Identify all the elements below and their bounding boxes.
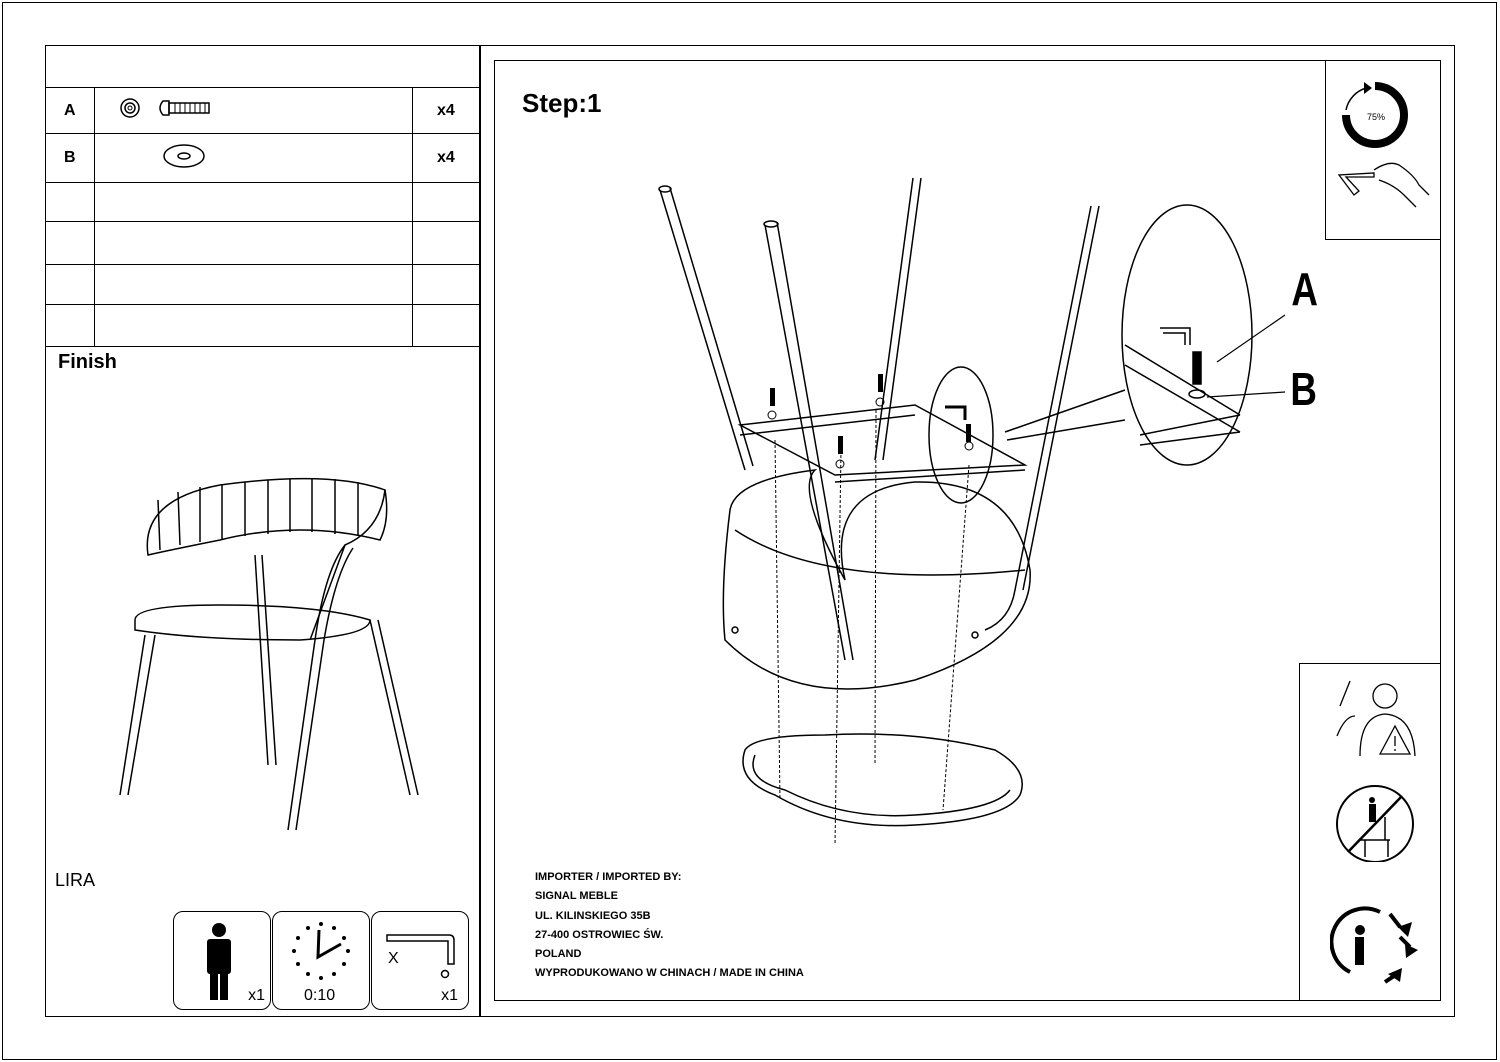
warning-person-icon [1336, 680, 1416, 757]
time-required-box: 0:10 [272, 911, 370, 1010]
step-title: Step:1 [522, 88, 602, 118]
importer-line: SIGNAL MEBLE [535, 890, 618, 903]
washer-icon [162, 144, 205, 168]
part-qty: x4 [411, 133, 481, 183]
assembly-diagram [658, 177, 1286, 846]
table-row: B x4 [45, 133, 481, 183]
allen-key-icon [386, 934, 455, 979]
table-row [45, 264, 481, 305]
callout-a-label: A [1291, 263, 1318, 315]
table-row [45, 304, 481, 347]
finish-label: Finish [58, 351, 117, 373]
column-divider [479, 45, 481, 1017]
part-letter: A [45, 87, 95, 134]
finished-chair-illustration [119, 477, 419, 831]
part-letter [45, 221, 95, 265]
parts-table: A x4 B x4 [45, 45, 481, 347]
part-letter: B [45, 133, 95, 183]
sheet-frame [45, 45, 1455, 1017]
part-letter [45, 264, 95, 305]
part-qty [411, 304, 481, 347]
part-letter [45, 182, 95, 222]
safety-icons-box [1299, 663, 1440, 1000]
part-letter [45, 304, 95, 347]
part-b-image [93, 133, 413, 183]
importer-line: POLAND [535, 948, 582, 961]
tool-required-box: X x1 [371, 911, 469, 1010]
importer-line: 27-400 OSTROWIEC ŚW. [535, 928, 664, 941]
importer-line: IMPORTER / IMPORTED BY: [535, 871, 682, 883]
importer-line: WYPRODUKOWANO W CHINACH / MADE IN CHINA [535, 967, 804, 980]
persons-count: x1 [248, 987, 265, 1004]
time-value: 0:10 [304, 987, 336, 1004]
table-row [45, 182, 481, 222]
callout-b-label: B [1290, 363, 1317, 415]
person-icon [207, 923, 231, 1000]
importer-line: UL. KILINSKIEGO 35B [535, 909, 651, 922]
table-row [45, 221, 481, 265]
tool-count: x1 [441, 987, 458, 1004]
tighten-gauge-icon [1342, 82, 1408, 148]
persons-required-box: x1 [173, 911, 271, 1010]
part-qty [411, 264, 481, 305]
product-name: LIRA [55, 870, 96, 890]
part-qty [411, 182, 481, 222]
table-row: A x4 [45, 87, 481, 134]
bolt-icon [119, 98, 210, 118]
tighten-percent: 75% [1367, 112, 1386, 122]
hand-with-allen-key-icon [1337, 162, 1430, 208]
part-a-image [93, 87, 413, 134]
part-qty: x4 [411, 87, 481, 134]
do-not-stand-on-chair-icon [1336, 785, 1414, 862]
part-qty [411, 221, 481, 265]
clock-icon [292, 922, 350, 980]
recycle-disposal-icon [1330, 906, 1418, 984]
tighten-instruction-box: 75% [1325, 60, 1440, 240]
parts-header [45, 45, 480, 88]
step-panel [494, 60, 1441, 1001]
importer-info: IMPORTER / IMPORTED BY: SIGNAL MEBLE UL.… [535, 868, 804, 984]
tool-multiplier-label: X [388, 950, 399, 967]
